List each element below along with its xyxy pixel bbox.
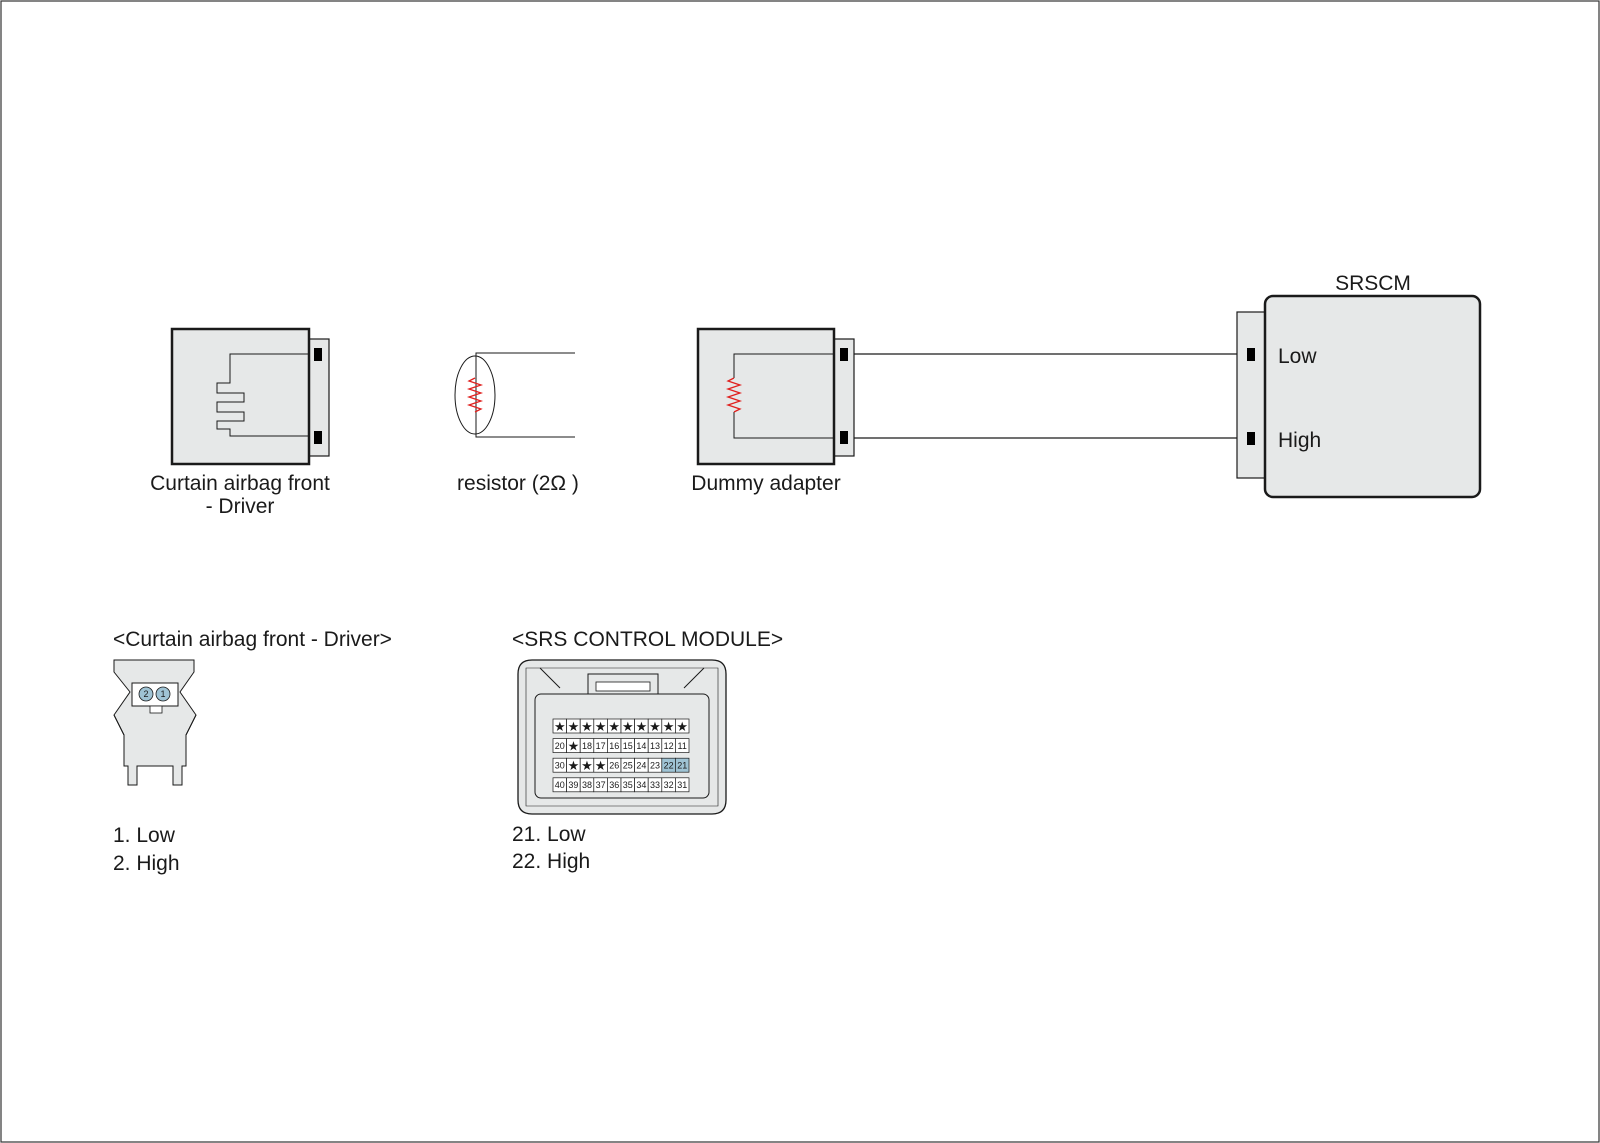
srs-pin-unused-star: ★ (622, 719, 634, 734)
srs-pin-unused-star: ★ (568, 739, 580, 754)
dummy-adapter-label: Dummy adapter (691, 472, 840, 495)
srs-pin-label: 25 (623, 760, 633, 770)
dummy-resistor-icon (725, 377, 743, 413)
srs-pin-unused-star: ★ (595, 758, 607, 773)
srscm-body (1263, 294, 1482, 499)
srs-pin-label: 22 (664, 760, 674, 770)
resistor-leads (475, 352, 575, 438)
srs-pin-unused-star: ★ (608, 719, 620, 734)
curtain-pin-1-label: 1 (160, 689, 165, 699)
srs-connector-title: <SRS CONTROL MODULE> (512, 628, 783, 651)
srs-pin-unused-star: ★ (636, 719, 648, 734)
srs-pin-unused-star: ★ (568, 719, 580, 734)
srs-pin-label: 26 (609, 760, 619, 770)
srs-pin-label: 39 (568, 780, 578, 790)
srs-pin-unused-star: ★ (581, 719, 593, 734)
srs-pin-cell (675, 718, 690, 734)
curtain-airbag-terminal (314, 431, 322, 444)
srs-connector-inner-rim (525, 667, 719, 807)
resistor-label: resistor (2Ω ) (457, 472, 579, 495)
srscm-component: SRSCM Low High (1236, 272, 1482, 499)
srs-legend-1: 21. Low (512, 823, 586, 846)
curtain-legend-1: 1. Low (113, 824, 176, 847)
srs-connector-chamfer (539, 667, 705, 689)
srs-pin-label: 35 (623, 780, 633, 790)
srs-pin-unused-star: ★ (581, 758, 593, 773)
srs-pin-unused-star: ★ (595, 719, 607, 734)
curtain-connector-latch (113, 714, 197, 736)
curtain-connector-housing (113, 659, 197, 786)
srs-pin-label: 18 (582, 741, 592, 751)
srs-pin-label: 20 (555, 741, 565, 751)
dummy-adapter-terminal (840, 431, 848, 444)
srs-pin-unused-star: ★ (554, 719, 566, 734)
srs-pin-unused-star: ★ (649, 719, 661, 734)
dummy-adapter-wire-top (733, 353, 834, 378)
srs-pin-label: 13 (650, 741, 660, 751)
curtain-airbag-body (170, 327, 311, 466)
srs-pin-label: 23 (650, 760, 660, 770)
srs-pin-label: 38 (582, 780, 592, 790)
srs-pin-cell (675, 757, 690, 773)
srs-pin-label: 36 (609, 780, 619, 790)
srs-connector-lock-window (595, 681, 651, 692)
curtain-pin-2 (138, 686, 154, 702)
srs-pin-label: 30 (555, 760, 565, 770)
srs-pin-label: 12 (664, 741, 674, 751)
srs-pin-unused-star: ★ (663, 719, 675, 734)
srs-pin-label: 15 (623, 741, 633, 751)
curtain-pin-2-label: 2 (143, 689, 148, 699)
srs-pin-label: 32 (664, 780, 674, 790)
srs-pin-label: 40 (555, 780, 565, 790)
srs-pin-label: 21 (677, 760, 687, 770)
srs-pin-unused-star: ★ (568, 758, 580, 773)
resistor-component: resistor (2Ω ) (454, 352, 579, 495)
srscm-title: SRSCM (1335, 272, 1411, 295)
srs-pin-label: 37 (596, 780, 606, 790)
resistor-outline (454, 355, 496, 435)
curtain-airbag-label-1: Curtain airbag front (150, 472, 330, 495)
curtain-airbag-squib-symbol (216, 353, 309, 437)
srscm-terminal (1247, 348, 1255, 361)
srs-legend-2: 22. High (512, 850, 590, 873)
curtain-connector-view: <Curtain airbag front - Driver> 2 1 1. L… (113, 628, 392, 875)
curtain-airbag-terminal (314, 348, 322, 361)
srs-pin-label: 11 (678, 741, 687, 751)
dummy-adapter-component: Dummy adapter (691, 327, 855, 495)
curtain-legend-2: 2. High (113, 852, 180, 875)
dummy-adapter-wire-bottom (733, 412, 834, 439)
srs-pin-label: 33 (650, 780, 660, 790)
curtain-airbag-label-2: - Driver (206, 495, 275, 518)
srs-pin-label: 14 (636, 741, 646, 751)
srs-pin-label: 24 (636, 760, 646, 770)
srs-pin-cell (675, 738, 690, 753)
srscm-terminal (1247, 432, 1255, 445)
srscm-high-label: High (1278, 429, 1321, 452)
srscm-low-label: Low (1278, 345, 1317, 368)
curtain-connector-key (149, 705, 163, 714)
curtain-pin-1 (155, 686, 171, 702)
srs-pin-unused-star: ★ (676, 719, 688, 734)
curtain-connector-title: <Curtain airbag front - Driver> (113, 628, 392, 651)
srs-pin-label: 34 (636, 780, 646, 790)
srscm-connector-tab (1236, 311, 1266, 479)
srs-pin-label: 31 (677, 780, 687, 790)
dummy-adapter-body (696, 327, 836, 466)
srs-pin-cell (675, 777, 690, 793)
curtain-airbag-component: Curtain airbag front - Driver (150, 327, 330, 518)
resistor-zigzag-icon (466, 377, 484, 413)
srs-pin-label: 16 (609, 741, 619, 751)
dummy-adapter-terminal (840, 348, 848, 361)
srs-pin-label: 17 (596, 741, 606, 751)
